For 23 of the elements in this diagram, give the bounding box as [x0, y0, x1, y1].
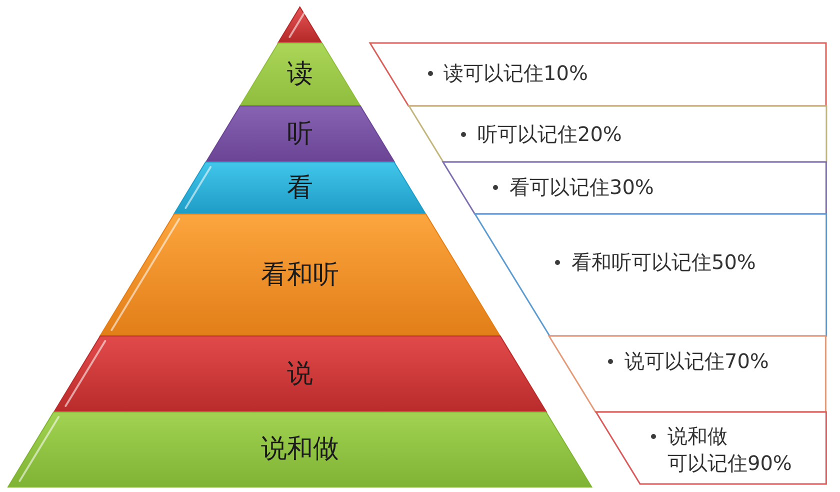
retention-text: 读可以记住10% [444, 60, 588, 86]
info-panel [442, 162, 826, 214]
layer-label: 说 [286, 360, 313, 388]
retention-text: 说可以记住70% [624, 348, 769, 374]
retention-text: 听可以记住20% [477, 120, 622, 148]
layer-label: 看 [286, 174, 313, 202]
layer-label: 读 [286, 60, 313, 89]
info-panel [408, 106, 826, 162]
pyramid-layer [54, 336, 546, 412]
info-panel [370, 43, 826, 106]
pyramid-tip [278, 7, 322, 43]
retention-text: 看和听可以记住50% [571, 248, 756, 276]
retention-text: 看可以记住30% [509, 174, 654, 200]
pyramid-layer [174, 162, 426, 214]
layer-label: 听 [286, 120, 313, 148]
layer-label: 说和做 [260, 435, 339, 464]
info-panel [549, 336, 826, 412]
layer-label: 看和听 [260, 260, 339, 290]
pyramid-layer [8, 412, 592, 487]
info-panel [474, 214, 826, 336]
retention-text: 说和做可以记住90% [667, 422, 793, 476]
info-panel [596, 412, 826, 484]
pyramid-layer [206, 106, 394, 162]
